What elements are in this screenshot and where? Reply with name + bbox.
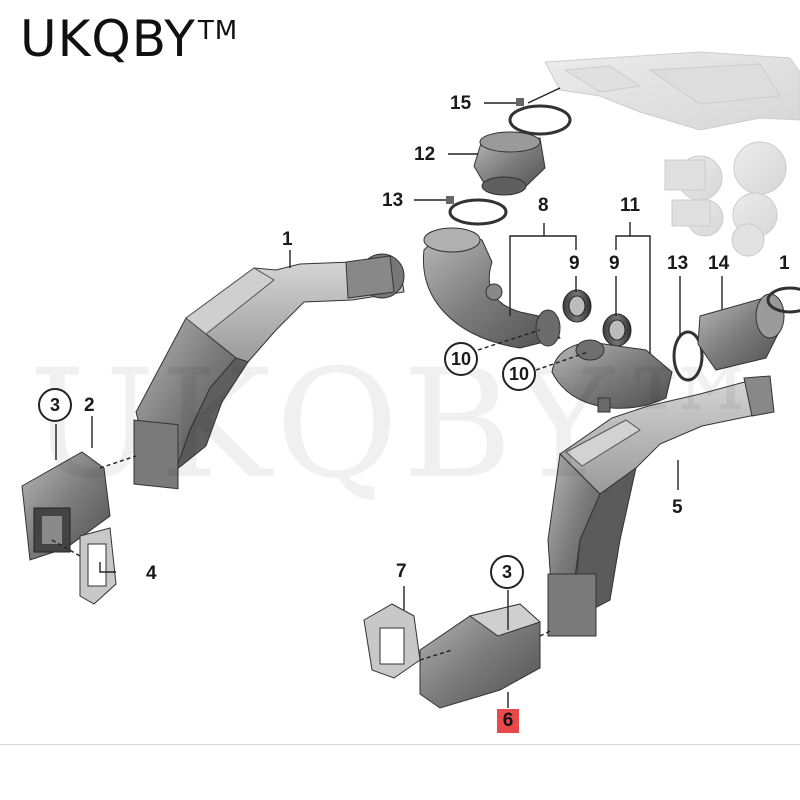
brand-trademark: TM	[197, 16, 239, 46]
part-4-seal	[79, 527, 117, 605]
engine-background	[544, 51, 800, 131]
part-label-1-edge: 1	[779, 253, 790, 274]
part-15-clamp	[508, 98, 572, 136]
part-label-14: 14	[708, 253, 730, 274]
part-label-13b: 13	[667, 253, 689, 274]
part-label-5: 5	[672, 497, 683, 518]
part-label-3b: 3	[490, 555, 524, 589]
part-label-9b: 9	[609, 253, 620, 274]
part-1-clamp-edge	[766, 286, 800, 314]
part-label-6-highlighted: 6	[497, 709, 519, 733]
part-label-15: 15	[450, 93, 472, 114]
part-9-ring-b	[602, 313, 632, 347]
leader-lines	[51, 87, 723, 708]
part-12-coupling	[473, 131, 546, 196]
part-label-11: 11	[620, 195, 641, 216]
part-1-air-duct	[133, 253, 405, 490]
part-6-inlet	[419, 603, 541, 709]
part-label-9a: 9	[569, 253, 580, 274]
part-label-13: 13	[382, 190, 404, 211]
part-7-seal	[363, 603, 421, 679]
part-9-ring-a	[562, 289, 592, 323]
part-13-clamp	[446, 196, 508, 226]
part-2-inlet	[21, 451, 111, 561]
part-label-12: 12	[414, 144, 436, 165]
part-5-air-duct	[547, 375, 775, 637]
turbo-background	[664, 141, 787, 257]
part-label-2: 2	[84, 395, 95, 416]
brand-logo: UKQBYTM	[20, 14, 238, 64]
part-8-intake-pipe	[422, 227, 561, 349]
part-13-clamp-right	[672, 330, 704, 382]
part-label-10a: 10	[444, 342, 478, 376]
part-label-7: 7	[396, 561, 407, 582]
part-label-3a: 3	[38, 388, 72, 422]
bottom-divider	[0, 744, 800, 745]
part-11-intake-pipe	[551, 339, 673, 413]
part-label-1: 1	[282, 229, 293, 250]
part-label-10b: 10	[502, 357, 536, 391]
part-14-coupling	[697, 293, 785, 371]
part-label-8: 8	[538, 195, 549, 216]
brand-name: UKQBY	[20, 10, 196, 68]
part-label-4: 4	[146, 563, 157, 584]
